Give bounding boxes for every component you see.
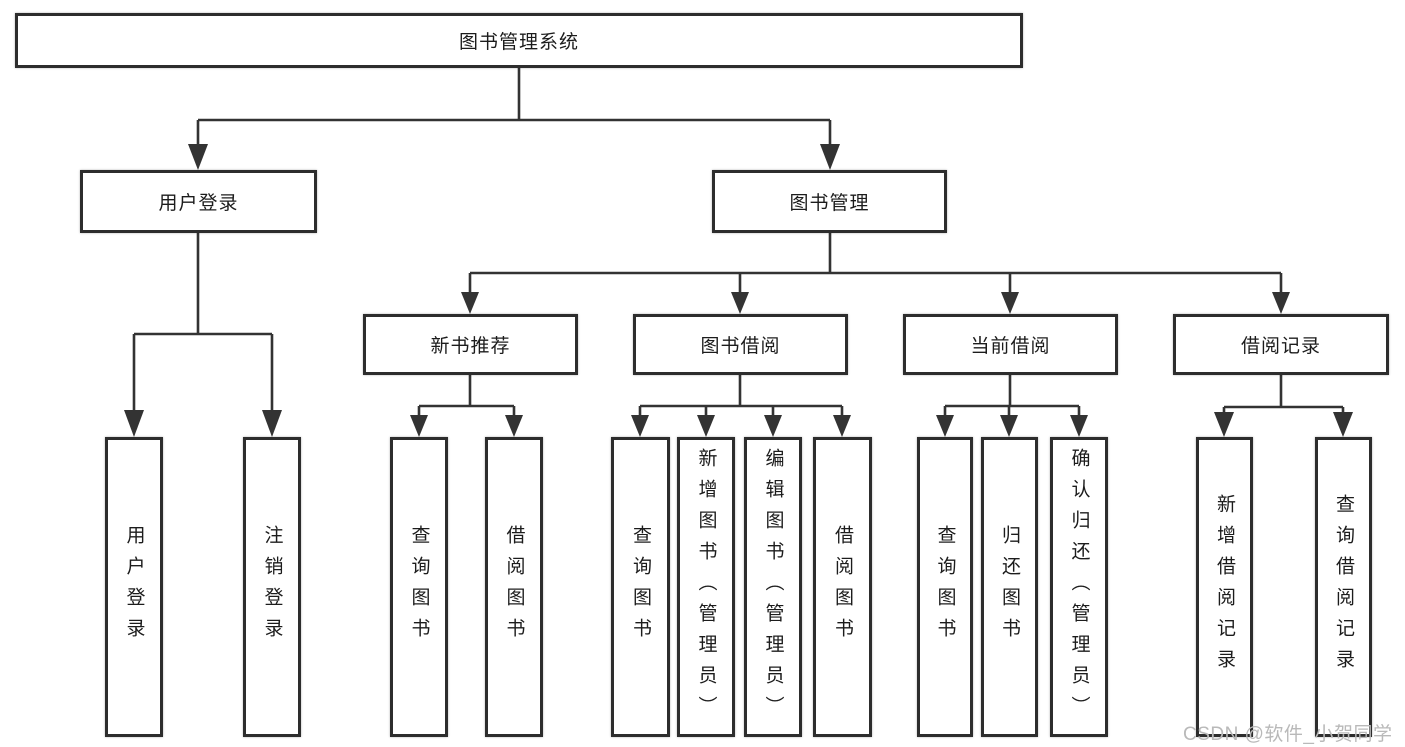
node-library-management-system: 图书管理系统	[15, 13, 1023, 68]
node-label: 图书管理	[789, 193, 870, 214]
node-label: 归还图书	[999, 525, 1020, 649]
leaf-current-confirm-return-admin: 确认归还（管理员）	[1050, 437, 1108, 737]
node-label: 查询图书	[630, 525, 651, 649]
leaf-newbooks-borrow-books: 借阅图书	[485, 437, 543, 737]
leaf-current-query-books: 查询图书	[917, 437, 973, 737]
node-label: 编辑图书（管理员）	[762, 447, 784, 727]
node-label: 当前借阅	[970, 336, 1051, 357]
leaf-current-return-books: 归还图书	[981, 437, 1038, 737]
node-label: 图书管理系统	[458, 32, 579, 53]
node-book-management-branch: 图书管理	[712, 170, 947, 233]
node-label: 新书推荐	[430, 336, 511, 357]
csdn-watermark: CSDN @软件_小贺同学	[1183, 724, 1393, 745]
node-current-borrowing: 当前借阅	[903, 314, 1118, 375]
node-book-borrowing: 图书借阅	[633, 314, 848, 375]
node-label: 确认归还（管理员）	[1068, 447, 1090, 727]
node-label: 查询借阅记录	[1333, 494, 1354, 680]
leaf-records-add-record: 新增借阅记录	[1196, 437, 1253, 737]
leaf-bookborrow-query-books: 查询图书	[611, 437, 670, 737]
node-user-login-branch: 用户登录	[80, 170, 317, 233]
leaf-bookborrow-edit-books-admin: 编辑图书（管理员）	[744, 437, 802, 737]
node-borrowing-records: 借阅记录	[1173, 314, 1389, 375]
node-label: 新增借阅记录	[1214, 494, 1235, 680]
leaf-logout: 注销登录	[243, 437, 301, 737]
node-label: 查询图书	[408, 525, 430, 649]
node-label: 借阅图书	[503, 525, 525, 649]
leaf-bookborrow-borrow-books: 借阅图书	[813, 437, 872, 737]
node-label: 借阅图书	[832, 525, 853, 649]
node-new-book-recommendation: 新书推荐	[363, 314, 578, 375]
node-label: 用户登录	[158, 193, 239, 214]
leaf-bookborrow-add-books-admin: 新增图书（管理员）	[677, 437, 735, 737]
leaf-records-query-record: 查询借阅记录	[1315, 437, 1372, 737]
leaf-newbooks-query-books: 查询图书	[390, 437, 448, 737]
node-label: 借阅记录	[1240, 336, 1321, 357]
node-label: 用户登录	[123, 525, 145, 649]
node-label: 图书借阅	[700, 336, 781, 357]
leaf-user-login: 用户登录	[105, 437, 163, 737]
node-label: 新增图书（管理员）	[695, 447, 717, 727]
node-label: 查询图书	[934, 525, 956, 649]
node-label: 注销登录	[261, 525, 283, 649]
